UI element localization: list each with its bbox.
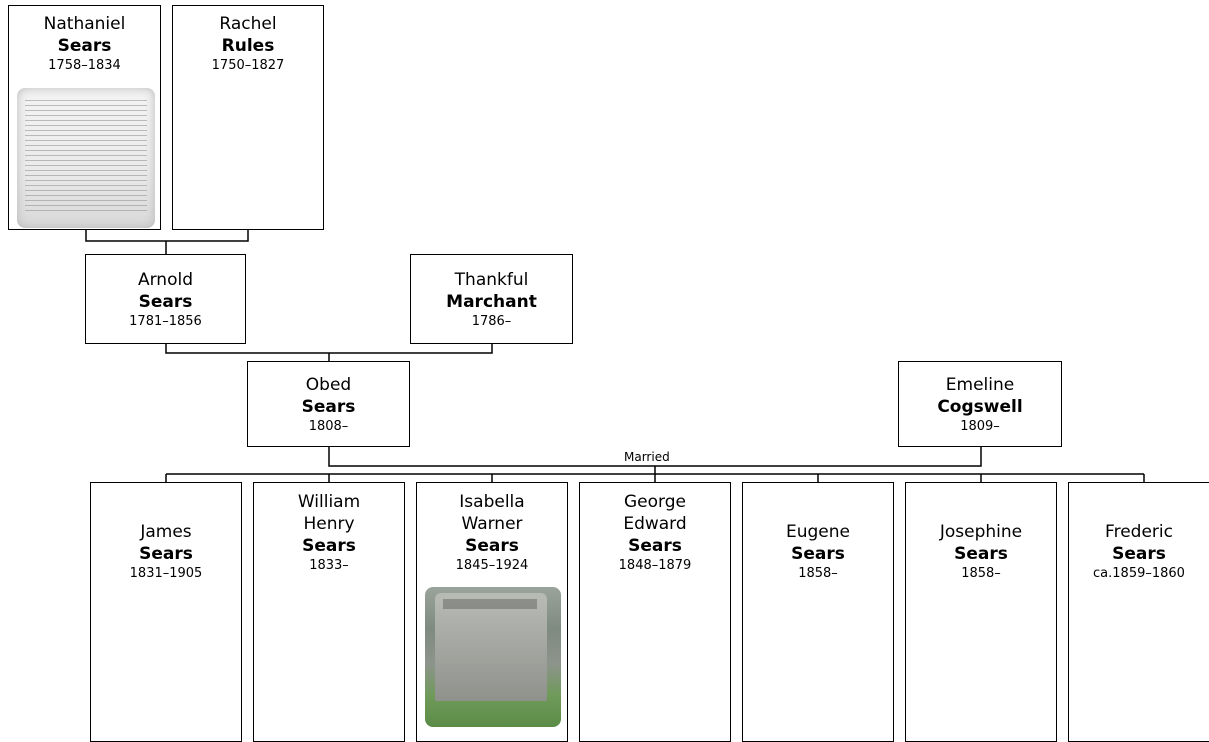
person-card-arnold-sears[interactable]: Arnold Sears 1781–1856 — [85, 254, 246, 344]
document-photo[interactable] — [17, 88, 155, 228]
given-name: Isabella Warner — [459, 492, 525, 534]
gravestone-inscription — [443, 599, 537, 609]
surname: Sears — [301, 397, 356, 417]
person-card-josephine-sears[interactable]: Josephine Sears 1858– — [905, 482, 1057, 742]
person-card-emeline-cogswell[interactable]: Emeline Cogswell 1809– — [898, 361, 1062, 447]
person-card-james-sears[interactable]: James Sears 1831–1905 — [90, 482, 242, 742]
life-dates: ca.1859–1860 — [1093, 566, 1185, 581]
given-name: George Edward — [623, 492, 687, 534]
given-name: Eugene — [786, 522, 850, 542]
life-dates: 1808– — [308, 419, 349, 434]
gravestone-shape — [435, 593, 547, 701]
surname: Sears — [954, 544, 1008, 564]
surname: Sears — [57, 36, 112, 56]
given-name: Arnold — [137, 270, 193, 290]
surname: Sears — [1112, 544, 1166, 564]
given-name: Rachel — [219, 14, 277, 34]
surname: Rules — [221, 36, 275, 56]
given-name: Josephine — [939, 522, 1023, 542]
person-card-nathaniel-sears[interactable]: Nathaniel Sears 1758–1834 — [8, 5, 161, 230]
life-dates: 1758–1834 — [48, 58, 121, 73]
given-name: Thankful — [454, 270, 529, 290]
given-name: James — [140, 522, 192, 542]
person-card-frederic-sears[interactable]: Frederic Sears ca.1859–1860 — [1068, 482, 1209, 742]
life-dates: 1858– — [798, 566, 838, 581]
given-name: Emeline — [945, 375, 1015, 395]
person-card-william-henry-sears[interactable]: William Henry Sears 1833– — [253, 482, 405, 742]
surname: Sears — [465, 536, 519, 556]
given-name: Nathaniel — [43, 14, 126, 34]
life-dates: 1858– — [961, 566, 1001, 581]
person-card-thankful-marchant[interactable]: Thankful Marchant 1786– — [410, 254, 573, 344]
life-dates: 1845–1924 — [455, 558, 529, 573]
person-card-george-edward-sears[interactable]: George Edward Sears 1848–1879 — [579, 482, 731, 742]
life-dates: 1833– — [309, 558, 349, 573]
life-dates: 1786– — [471, 314, 512, 329]
document-text-lines — [25, 100, 147, 214]
life-dates: 1750–1827 — [211, 58, 285, 73]
given-name: Frederic — [1105, 522, 1173, 542]
given-name: Obed — [305, 375, 352, 395]
life-dates: 1781–1856 — [129, 314, 202, 329]
surname: Marchant — [446, 292, 537, 312]
surname: Sears — [791, 544, 845, 564]
person-card-isabella-warner-sears[interactable]: Isabella Warner Sears 1845–1924 — [416, 482, 568, 742]
surname: Cogswell — [937, 397, 1023, 417]
surname: Sears — [628, 536, 682, 556]
person-card-rachel-rules[interactable]: Rachel Rules 1750–1827 — [172, 5, 324, 230]
surname: Sears — [138, 292, 193, 312]
life-dates: 1848–1879 — [618, 558, 692, 573]
gravestone-photo[interactable] — [425, 587, 561, 727]
given-name: William Henry — [297, 492, 361, 534]
surname: Sears — [302, 536, 356, 556]
surname: Sears — [139, 544, 193, 564]
life-dates: 1831–1905 — [129, 566, 203, 581]
person-card-obed-sears[interactable]: Obed Sears 1808– — [247, 361, 410, 447]
marriage-label: Married — [624, 450, 670, 464]
life-dates: 1809– — [960, 419, 1000, 434]
person-card-eugene-sears[interactable]: Eugene Sears 1858– — [742, 482, 894, 742]
